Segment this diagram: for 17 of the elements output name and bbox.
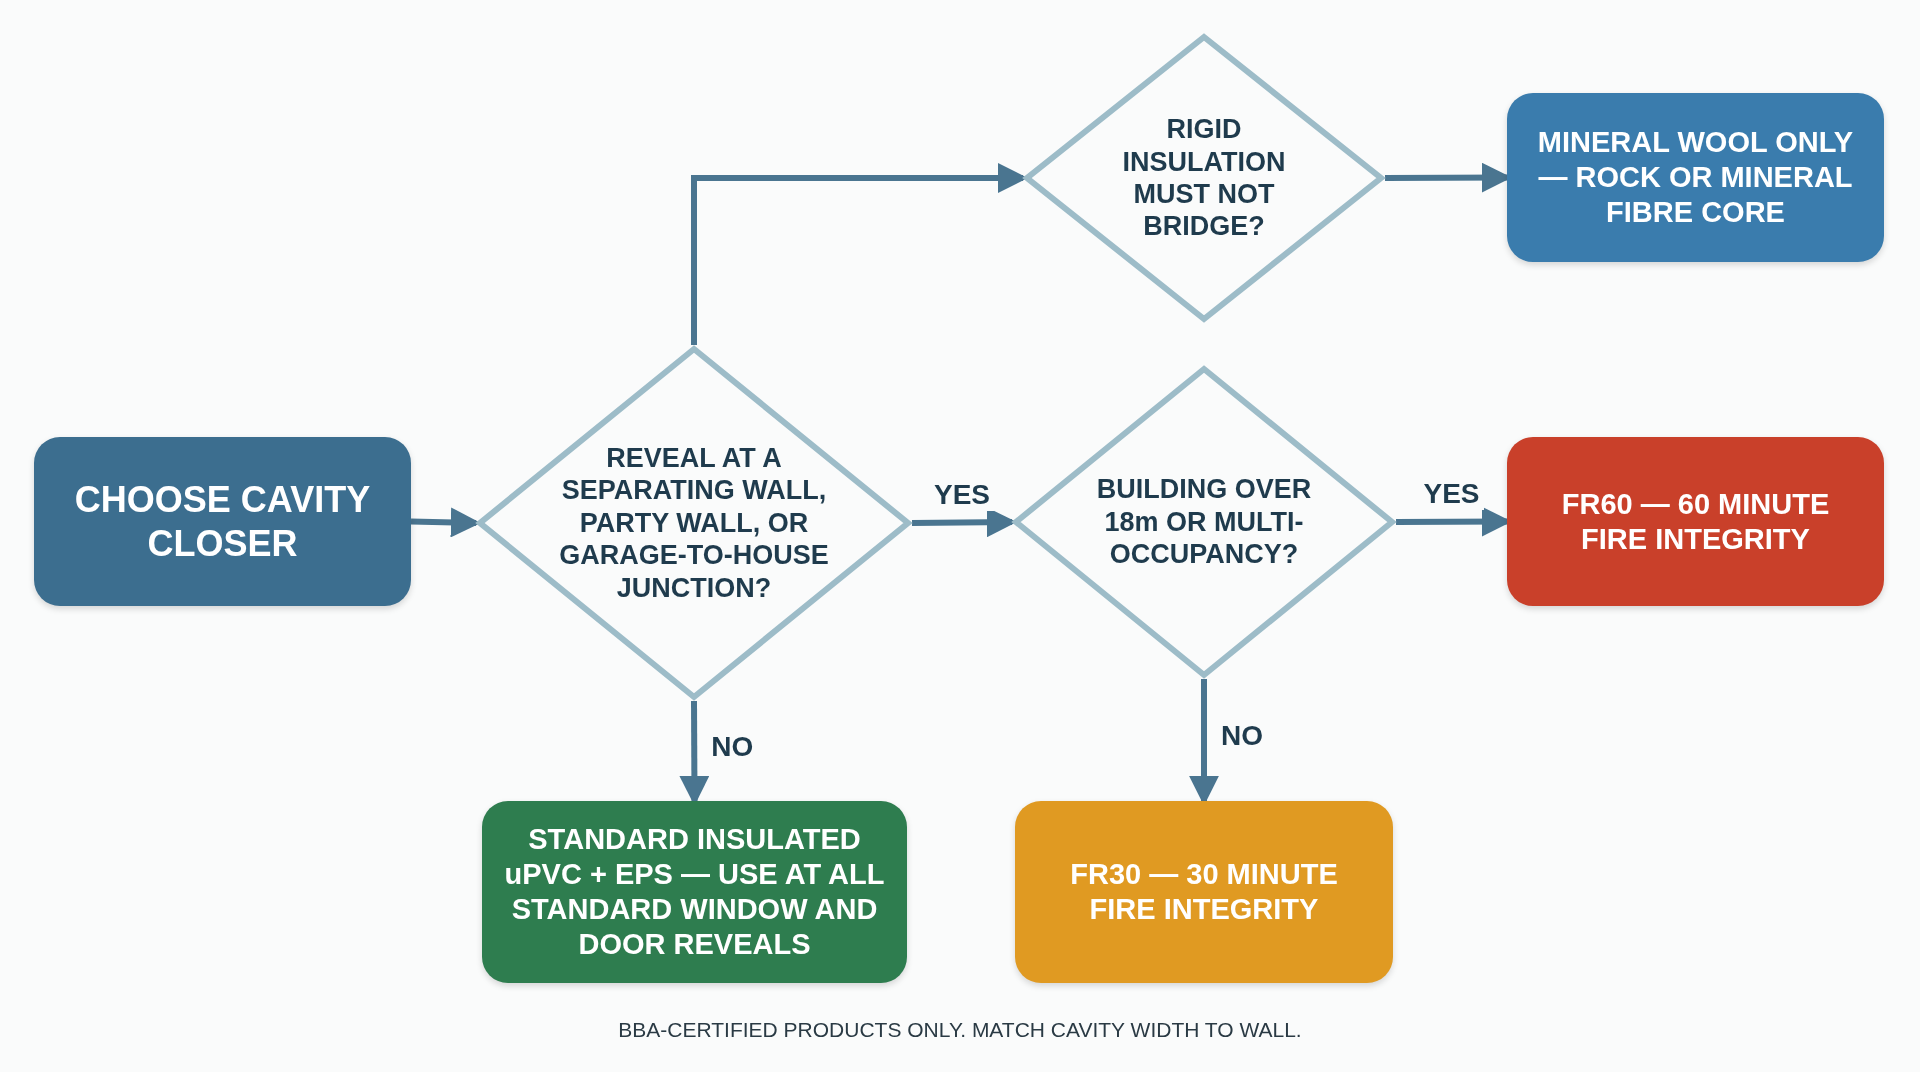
question-text: RIGID INSULATION MUST NOT BRIDGE? xyxy=(1121,113,1287,243)
process-box xyxy=(1015,801,1393,983)
box-label: MINERAL WOOL ONLY — ROCK OR MINERAL FIBRE CORE xyxy=(1536,125,1855,230)
box-label: CHOOSE CAVITY CLOSER xyxy=(73,478,372,565)
question-text: BUILDING OVER 18m OR MULTI-OCCUPANCY? xyxy=(1095,473,1313,571)
decision-diamond xyxy=(1023,33,1385,323)
box-label: FR60 — 60 MINUTE FIRE INTEGRITY xyxy=(1560,486,1831,557)
box-label: FR30 — 30 MINUTE FIRE INTEGRITY xyxy=(1069,857,1339,927)
decision-diamond xyxy=(476,345,912,701)
process-box xyxy=(1507,93,1884,262)
process-box xyxy=(482,801,907,983)
box-label: STANDARD INSULATED uPVC + EPS — USE AT ALL STANDARD WINDOW AND DOOR REVEALS xyxy=(504,822,885,962)
process-box xyxy=(34,437,411,606)
footnote: BBA-CERTIFIED PRODUCTS ONLY. MATCH CAVITY WIDTH TO WALL. xyxy=(617,1018,1303,1042)
question-text: REVEAL AT A SEPARATING WALL, PARTY WALL, OR GARAGE-TO-HOUSE JUNCTION? xyxy=(558,442,830,604)
process-box xyxy=(1507,437,1884,606)
decision-diamond xyxy=(1012,365,1396,679)
